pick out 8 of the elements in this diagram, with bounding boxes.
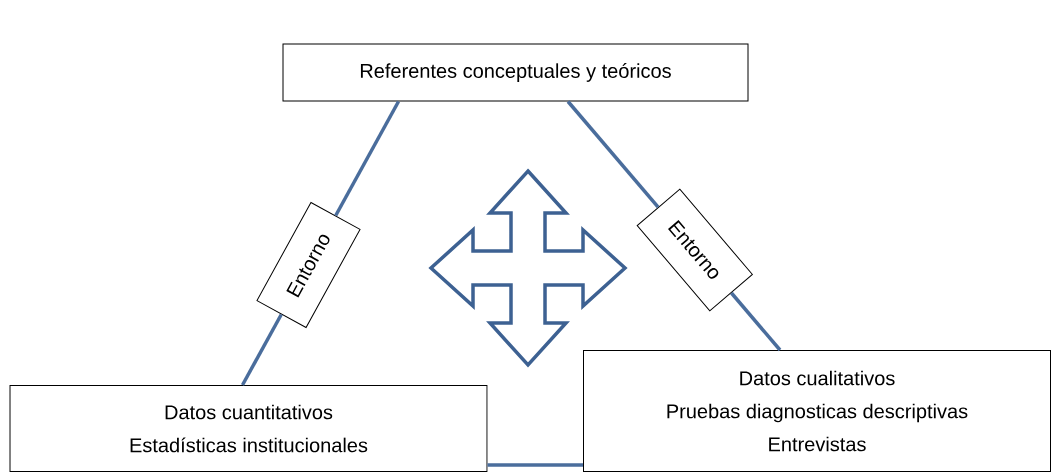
connector-line	[334, 100, 401, 217]
connector-line	[487, 463, 583, 467]
connector-line	[730, 291, 782, 352]
connector-line	[566, 100, 660, 209]
connector-line	[240, 313, 283, 386]
text-box: Datos cualitativos Pruebas diagnosticas descriptivas Entrevistas	[583, 350, 1051, 472]
text-box: Referentes conceptuales y teóricos	[282, 43, 749, 102]
text-box: Datos cuantitativos Estadísticas institucionales	[9, 385, 488, 472]
